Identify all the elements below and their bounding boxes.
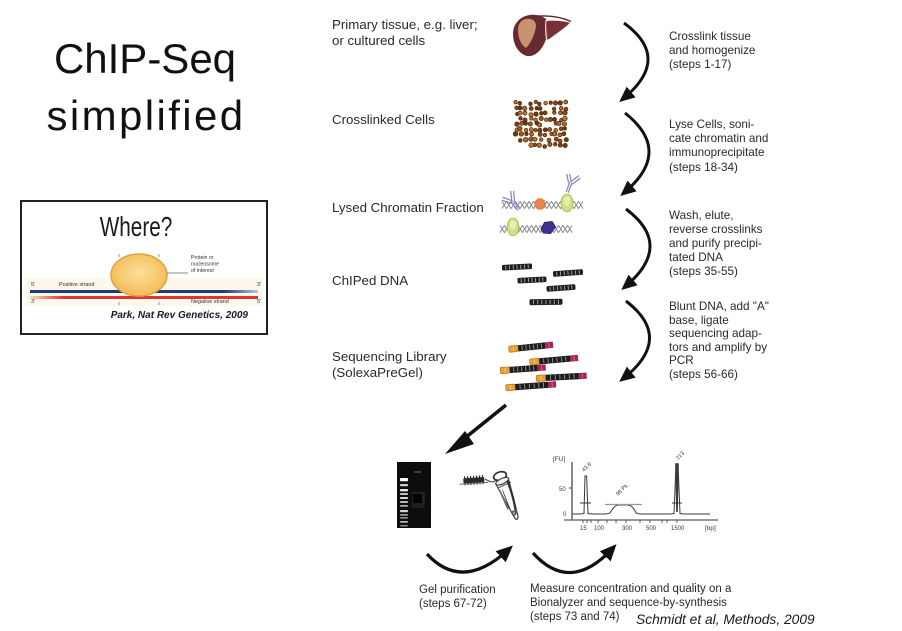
- svg-text:5': 5': [31, 282, 35, 288]
- svg-text:50: 50: [559, 487, 566, 493]
- svg-text:3': 3': [31, 299, 35, 305]
- svg-text:15: 15: [580, 526, 587, 532]
- svg-text:[bp]: [bp]: [705, 525, 716, 532]
- svg-text:100: 100: [594, 526, 605, 532]
- svg-text:1500: 1500: [671, 526, 685, 532]
- svg-text:213: 213: [675, 451, 686, 462]
- svg-text:5': 5': [257, 299, 261, 305]
- svg-text:[FU]: [FU]: [553, 456, 565, 463]
- svg-text:500: 500: [646, 526, 657, 532]
- svg-text:43.8: 43.8: [581, 462, 593, 474]
- svg-text:300: 300: [622, 526, 633, 532]
- svg-text:3': 3': [257, 282, 261, 288]
- svg-text:Negative strand: Negative strand: [191, 299, 229, 305]
- svg-text:Protein or: Protein or: [191, 255, 214, 261]
- svg-text:Positive strand: Positive strand: [59, 282, 94, 288]
- svg-text:0: 0: [563, 512, 567, 518]
- svg-text:98 Pk: 98 Pk: [615, 483, 629, 497]
- svg-text:nucleosome: nucleosome: [191, 262, 219, 268]
- svg-text:of interest: of interest: [191, 268, 214, 274]
